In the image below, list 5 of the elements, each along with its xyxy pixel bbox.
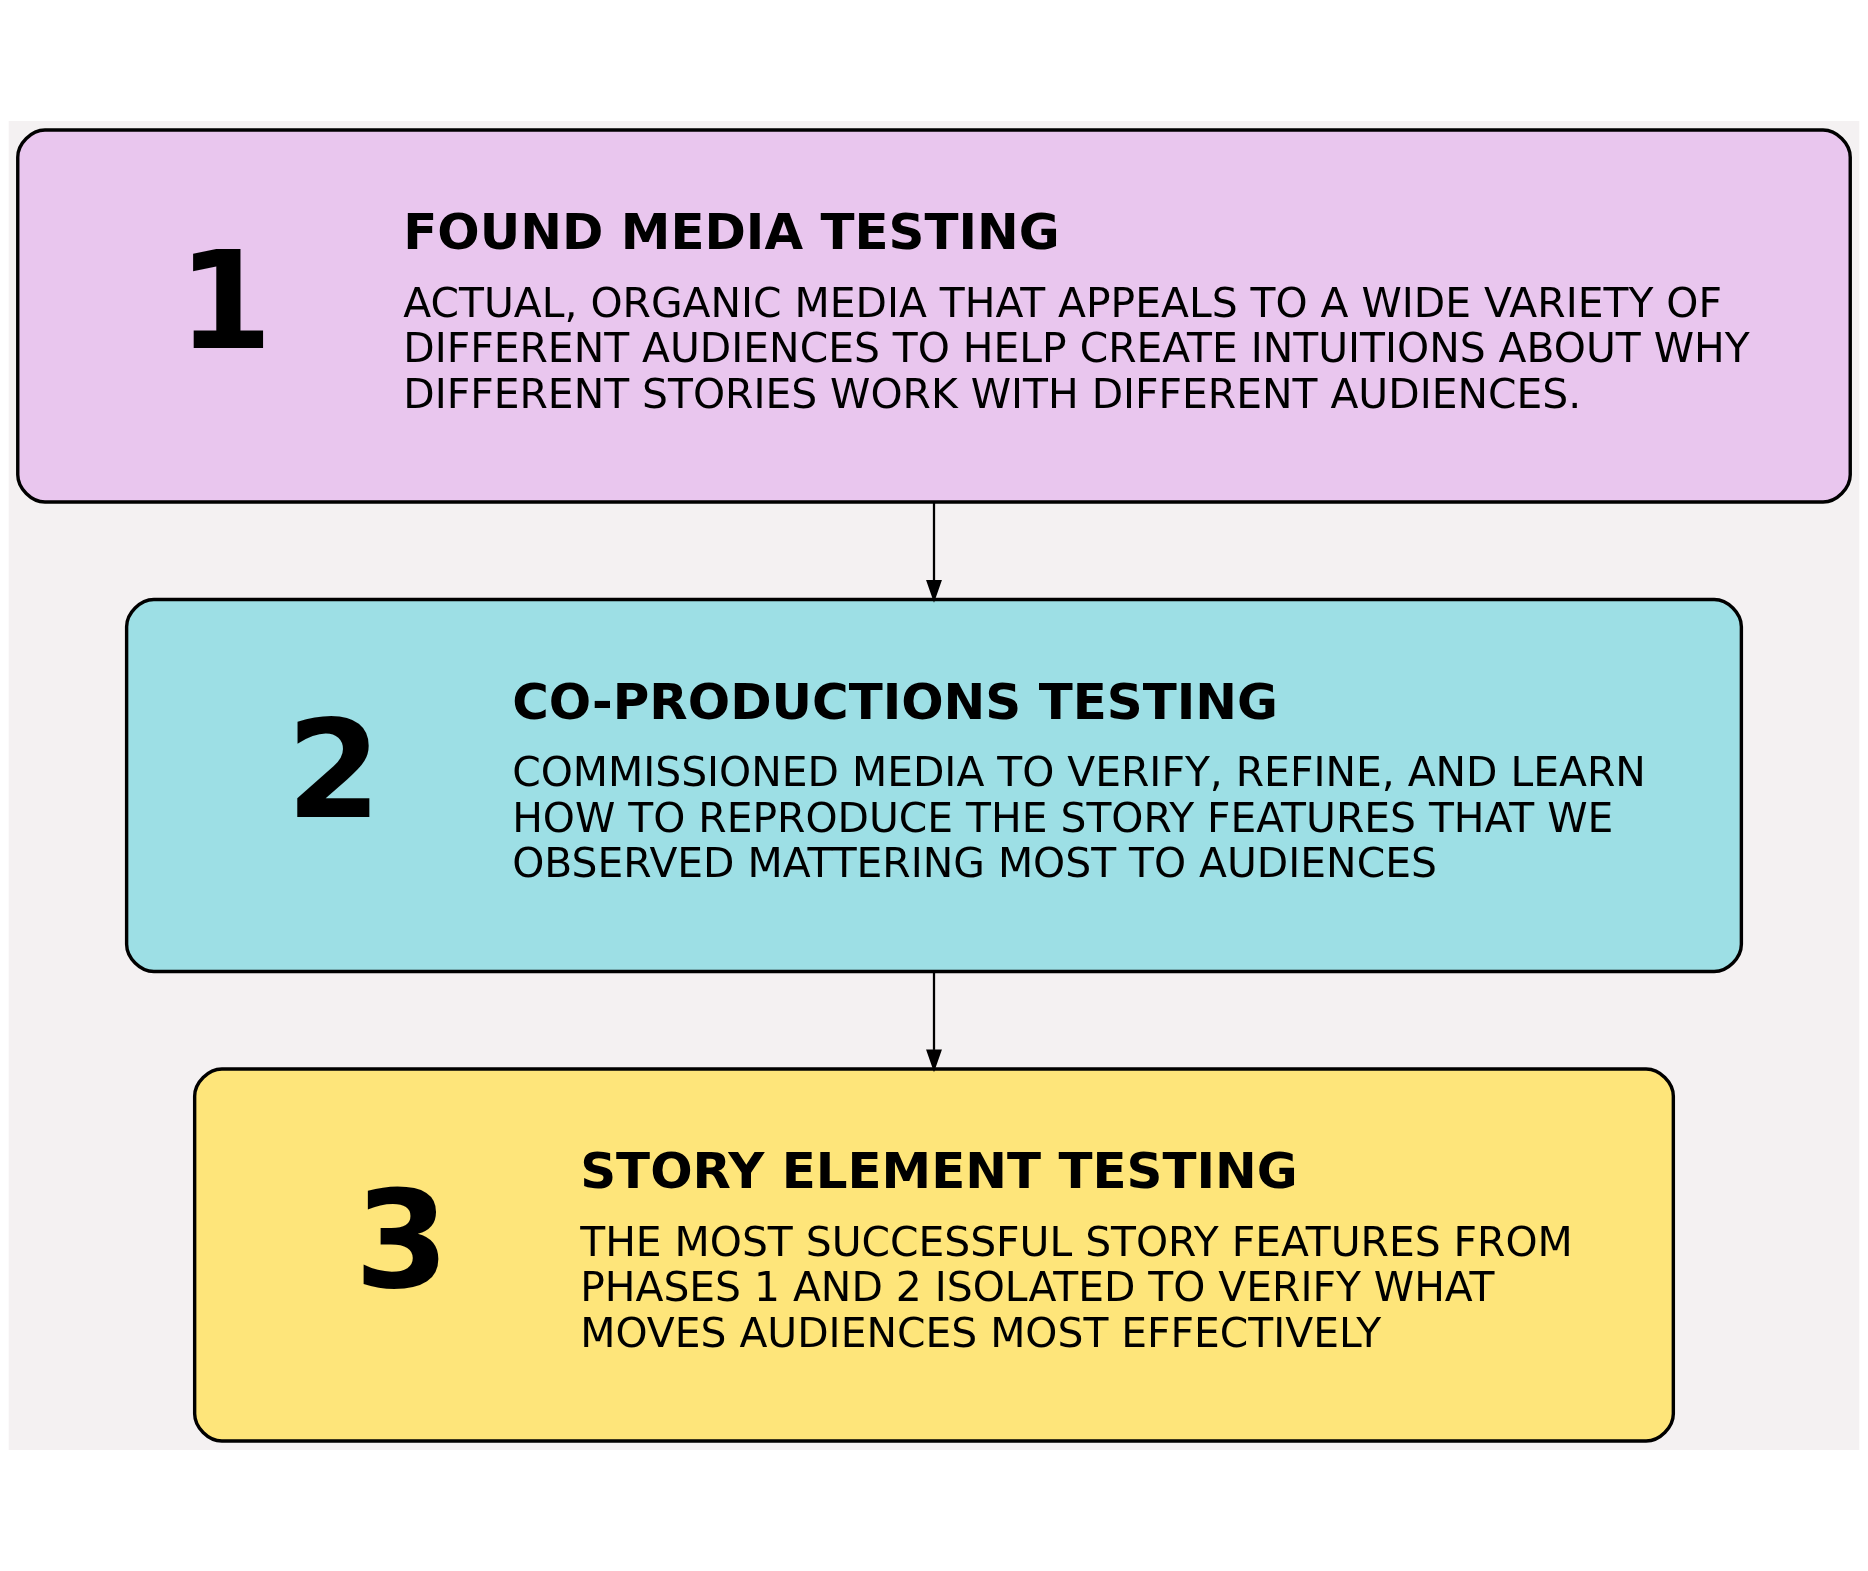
arrow [926,971,942,1073]
node-box: 1 FOUND MEDIA TESTING ACTUAL, ORGANIC MEDIA THAT APPEALS TO A WIDE VARIETY OF DIFFERENT AUDIENCES TO HELP CREATE INTUITIONS ABOUT WHY DIFFERENT STORIES WORK WITH DIFFERENT AUDIENCES. [16,128,1852,504]
arrow [926,502,942,603]
node-box: 3 STORY ELEMENT TESTING THE MOST SUCCESSFUL STORY FEATURES FROM PHASES 1 AND 2 ISOLATED TO VERIFY WHAT MOVES AUDIENCES MOST EFFECTIVELY [192,1067,1676,1443]
node-box: 2 CO-PRODUCTIONS TESTING COMMISSIONED MEDIA TO VERIFY, REFINE, AND LEARN HOW TO REPRODUCE THE STORY FEATURES THAT WE OBSERVED MATTERING MOST TO AUDIENCES [124,597,1744,974]
